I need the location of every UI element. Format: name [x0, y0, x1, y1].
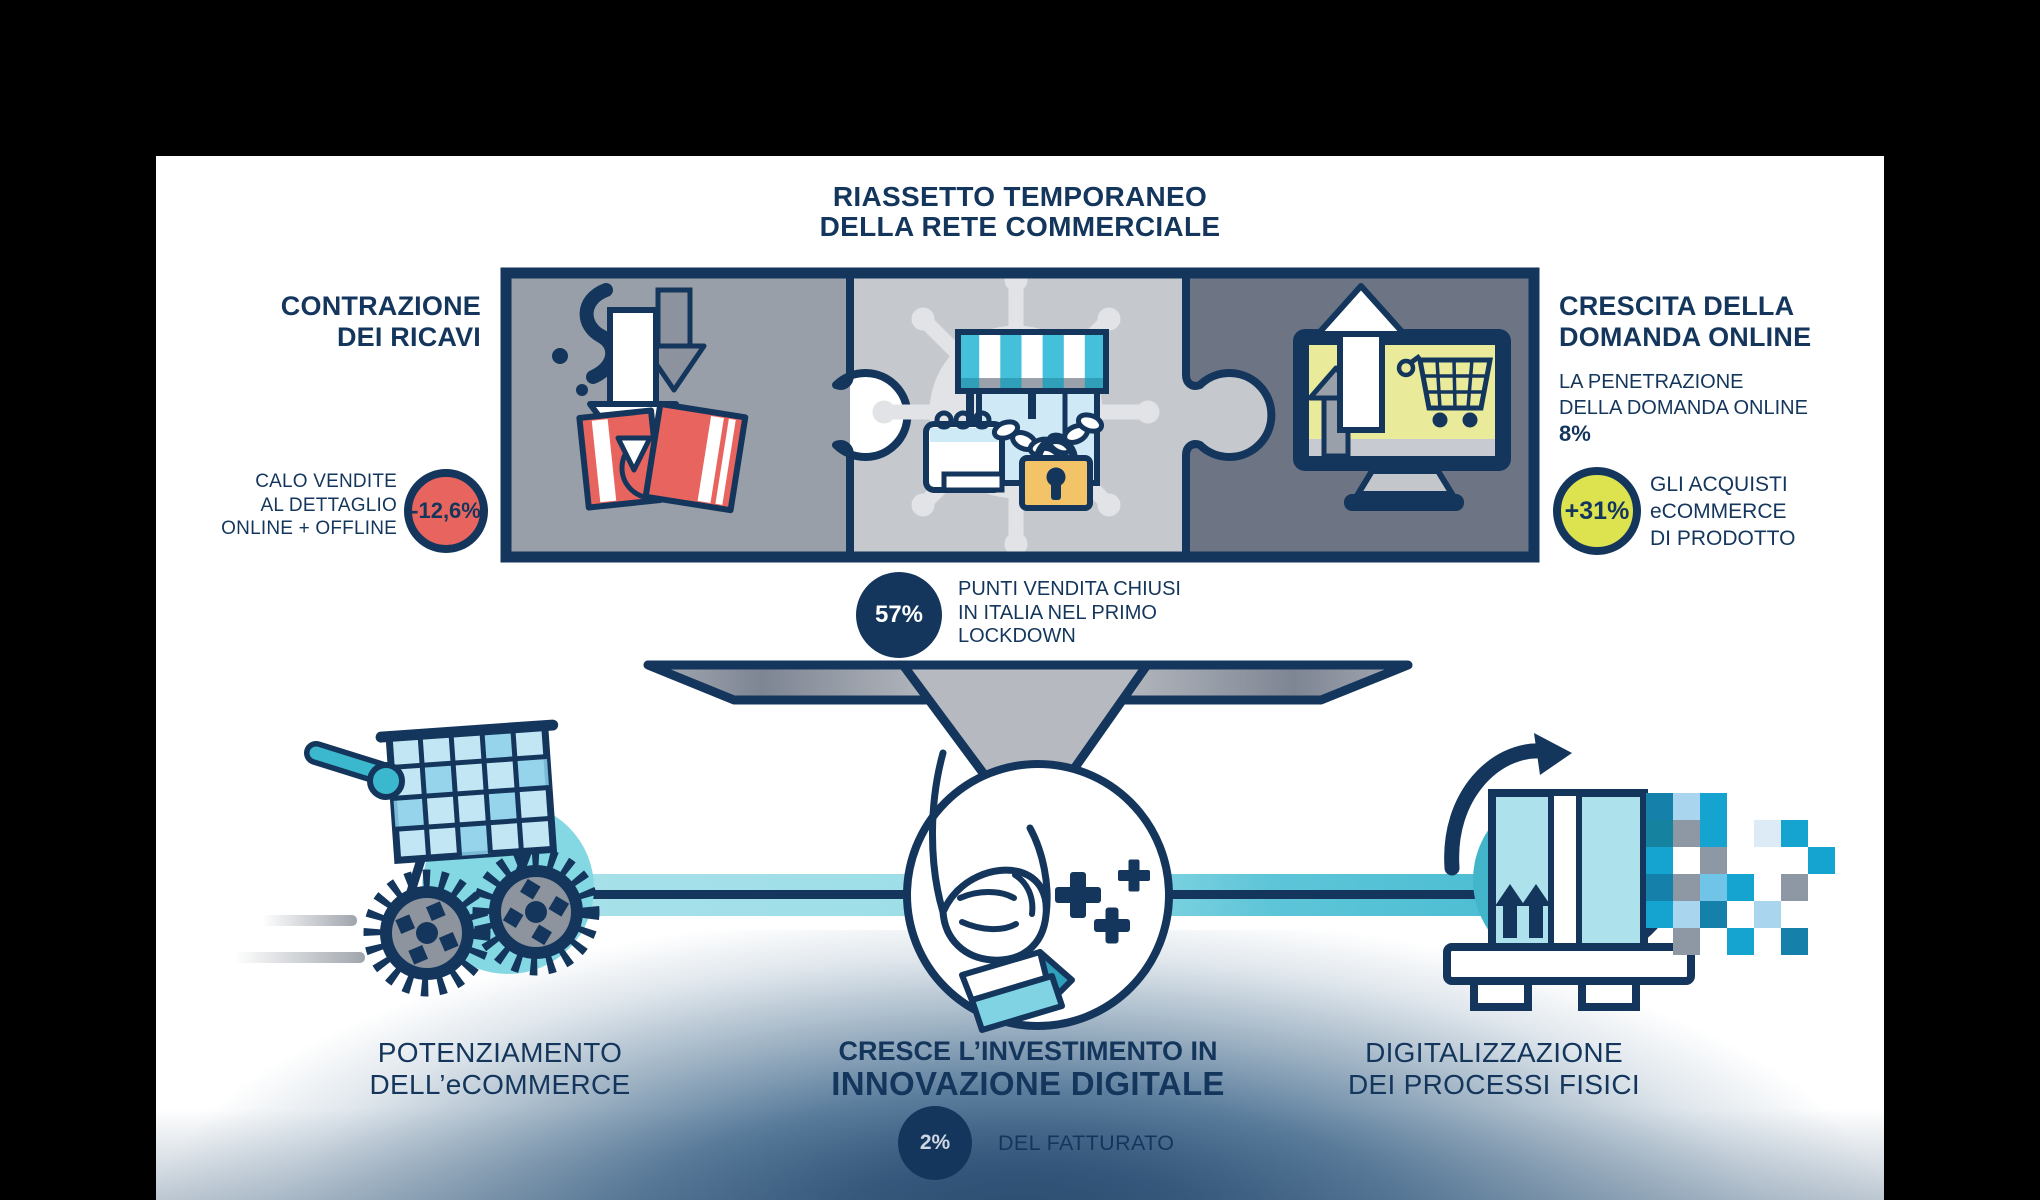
main-title-line2: DELLA RETE COMMERCIALE — [819, 211, 1221, 242]
label-digitalization: DIGITALIZZAZIONE DEI PROCESSI FISICI — [1348, 1037, 1640, 1100]
online-demand-heading: CRESCITA DELLA DOMANDA ONLINE — [1559, 291, 1812, 352]
lockdown-stat-circle: 57% — [856, 572, 942, 658]
investment-stat-label: DEL FATTURATO — [998, 1131, 1175, 1155]
label-digital-investment: CRESCE L’INVESTIMENTO IN INNOVAZIONE DIG… — [831, 1036, 1225, 1102]
ecommerce-growth-badge: +31% — [1553, 467, 1641, 555]
online-penetration-value: 8% — [1559, 421, 1591, 446]
label-ecommerce-boost: POTENZIAMENTO DELL’eCOMMERCE — [369, 1037, 631, 1100]
main-title: RIASSETTO TEMPORANEO DELLA RETE COMMERCI… — [670, 182, 1370, 242]
sales-drop-note: CALO VENDITE AL DETTAGLIO ONLINE + OFFLI… — [221, 471, 397, 539]
revenue-contraction-heading: CONTRAZIONE DEI RICAVI — [280, 291, 481, 352]
online-penetration-note: LA PENETRAZIONE DELLA DOMANDA ONLINE 8% — [1559, 369, 1939, 447]
ecommerce-purchases-note: GLI ACQUISTI eCOMMERCE DI PRODOTTO — [1650, 473, 1796, 550]
lockdown-note: PUNTI VENDITA CHIUSI IN ITALIA NEL PRIMO… — [958, 578, 1181, 647]
sales-drop-badge: -12,6% — [404, 469, 488, 553]
main-title-line1: RIASSETTO TEMPORANEO — [832, 181, 1208, 212]
investment-stat-circle: 2% — [898, 1106, 972, 1180]
